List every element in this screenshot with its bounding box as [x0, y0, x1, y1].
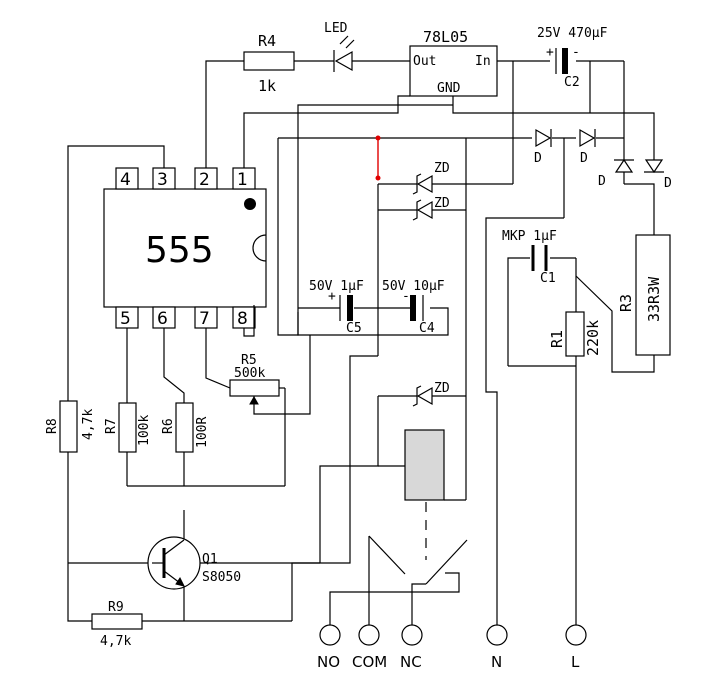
- c2-ref: C2: [564, 75, 580, 90]
- terminal-com[interactable]: [358, 624, 380, 646]
- d2-label: D: [580, 151, 588, 166]
- r7-ref: R7: [104, 418, 119, 434]
- led-ref: LED: [324, 21, 348, 36]
- diode-d3: D: [598, 158, 634, 189]
- diode-d2: D: [579, 128, 596, 166]
- regulator-out-label: Out: [413, 54, 436, 69]
- junction-red-top: [375, 135, 381, 141]
- terminal-l[interactable]: [565, 624, 587, 646]
- ic-pin-2: 2: [199, 170, 210, 190]
- zener-zd1: ZD: [412, 161, 450, 195]
- ic-pin-4: 4: [120, 170, 131, 190]
- zd2-label: ZD: [434, 196, 450, 211]
- ic-pin1-dot: [244, 198, 256, 210]
- d3-label: D: [598, 174, 606, 189]
- terminal-no[interactable]: [319, 624, 341, 646]
- ic-pin-8: 8: [237, 309, 248, 329]
- ic-555: 555 4 3 2 1 5 6 7 8: [103, 167, 267, 329]
- r7-value: 100k: [137, 415, 152, 446]
- capacitor-c1: MKP 1µF C1: [502, 229, 557, 286]
- resistor-r8: R8 4,7k: [45, 400, 96, 453]
- r8-ref: R8: [45, 418, 60, 434]
- relay: [404, 429, 445, 560]
- resistor-r1: R1 220k: [548, 311, 602, 357]
- ic-pin-6: 6: [157, 309, 168, 329]
- resistor-r3: R3 33R3W: [617, 234, 671, 356]
- resistor-r9: R9 4,7k: [91, 600, 143, 649]
- q1-ref: Q1: [202, 552, 218, 567]
- c1-value: MKP 1µF: [502, 229, 557, 244]
- ic-notch: [252, 234, 267, 262]
- ic-pin-7: 7: [199, 309, 210, 329]
- terminal-n-label: N: [491, 653, 502, 671]
- c1-ref: C1: [540, 271, 556, 286]
- zd3-label: ZD: [434, 381, 450, 396]
- terminal-n[interactable]: [486, 624, 508, 646]
- d1-label: D: [534, 151, 542, 166]
- regulator-gnd-label: GND: [437, 81, 461, 96]
- terminal-com-label: COM: [352, 653, 387, 671]
- capacitor-c5: 50V 1µF + C5: [309, 279, 364, 336]
- c5-plus: +: [328, 289, 336, 304]
- wires: [67, 60, 655, 626]
- capacitor-c4: 50V 10µF - C4: [382, 279, 445, 336]
- potentiometer-r5: R5 500k: [229, 353, 280, 405]
- regulator-78l05: 78L05 Out In GND: [409, 28, 498, 97]
- led: LED: [324, 21, 355, 72]
- c5-ref: C5: [346, 321, 362, 336]
- ic-pin-5: 5: [120, 309, 131, 329]
- capacitor-c2: 25V 470µF + - C2: [537, 26, 608, 90]
- diode-d1: D: [534, 128, 552, 166]
- r9-ref: R9: [108, 600, 124, 615]
- terminal-no-label: NO: [317, 653, 340, 671]
- r4-value: 1k: [258, 77, 276, 95]
- ic-label: 555: [145, 230, 214, 271]
- junction-red-bottom: [375, 175, 381, 181]
- zd1-label: ZD: [434, 161, 450, 176]
- diode-d4: D: [644, 159, 672, 191]
- c2-minus: -: [572, 45, 580, 60]
- c2-plus: +: [546, 45, 554, 60]
- terminal-nc-label: NC: [400, 653, 422, 671]
- r9-value: 4,7k: [100, 634, 131, 649]
- resistor-r7: R7 100k: [104, 402, 152, 453]
- transistor-q1: Q1 S8050: [147, 536, 241, 590]
- relay-coil: [404, 429, 445, 501]
- r1-ref: R1: [548, 330, 566, 348]
- terminals: NO COM NC N L: [317, 624, 587, 671]
- resistor-r6: R6 100R: [161, 402, 210, 453]
- ic-pin-3: 3: [157, 170, 168, 190]
- d4-label: D: [664, 176, 672, 191]
- c4-ref: C4: [419, 321, 435, 336]
- regulator-in-label: In: [475, 54, 491, 69]
- c4-minus: -: [402, 289, 410, 304]
- c2-value: 25V 470µF: [537, 26, 608, 41]
- r6-value: 100R: [195, 417, 210, 448]
- r3-value: 33R3W: [645, 276, 663, 322]
- c5-value: 50V 1µF: [309, 279, 364, 294]
- r6-ref: R6: [161, 418, 176, 434]
- zener-zd3: ZD: [412, 381, 450, 407]
- r5-value: 500k: [234, 366, 265, 381]
- terminal-l-label: L: [571, 653, 580, 671]
- r4-ref: R4: [258, 32, 276, 50]
- r5-ref: R5: [241, 353, 257, 368]
- r8-value: 4,7k: [81, 409, 96, 440]
- ic-body: [103, 188, 267, 308]
- r1-value: 220k: [584, 320, 602, 356]
- terminal-nc[interactable]: [401, 624, 423, 646]
- zener-zd2: ZD: [412, 196, 450, 221]
- ic-pin-1: 1: [237, 170, 248, 190]
- resistor-r4: R4 1k: [243, 32, 295, 95]
- regulator-label: 78L05: [423, 28, 468, 46]
- c4-value: 50V 10µF: [382, 279, 445, 294]
- q1-value: S8050: [202, 570, 241, 585]
- r3-ref: R3: [617, 294, 635, 312]
